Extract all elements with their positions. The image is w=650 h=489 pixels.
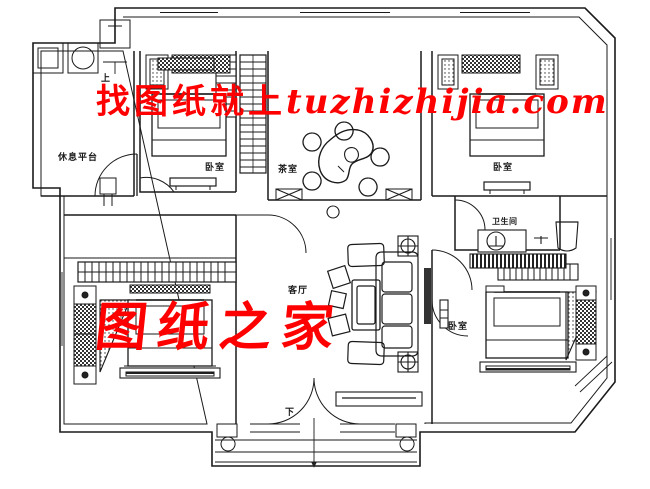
room-label-bathroom: 卫生间 (492, 217, 518, 226)
staircase-secondary (77, 261, 237, 283)
furniture-bedroom-top-left (145, 54, 231, 190)
room-label-bedroom-bottom-right: 卧室 (448, 322, 469, 332)
door-swings (94, 153, 486, 425)
outer-shell (32, 7, 616, 468)
stair-direction-down-label: 下 (285, 408, 296, 418)
room-label-rest-platform: 休息平台 (58, 153, 99, 163)
room-label-bedroom-top-left: 卧室 (205, 163, 226, 173)
furniture-bathroom (469, 221, 579, 269)
room-label-bedroom-top-right: 卧室 (493, 163, 514, 173)
furniture-living-room (326, 235, 431, 407)
windows (59, 7, 616, 433)
furniture-tea-room (275, 121, 413, 219)
furniture-rest-platform (99, 177, 117, 206)
furniture-bedroom-top-right (437, 54, 559, 194)
furniture-bedroom-bottom-right (439, 285, 597, 373)
stair-direction-up-label: 上 (101, 74, 112, 84)
furniture-bedroom-bottom-left (73, 284, 221, 385)
room-label-tea-room: 茶室 (278, 165, 299, 175)
room-label-living-room: 客厅 (288, 286, 309, 296)
